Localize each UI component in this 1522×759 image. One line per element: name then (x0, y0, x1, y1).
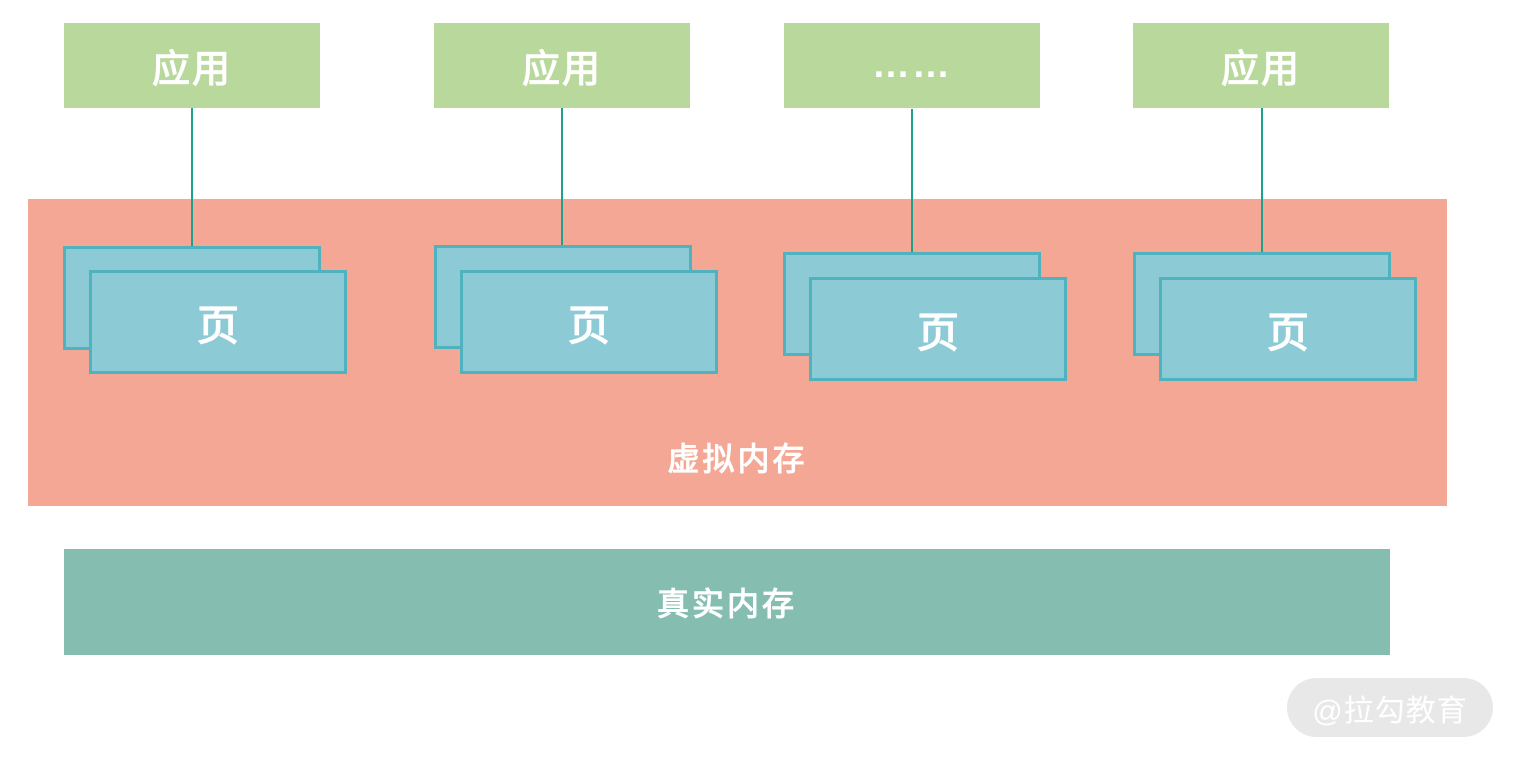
page-label: 页 (567, 301, 610, 349)
page-box-front: 页 (1159, 277, 1417, 381)
connector-line (1261, 108, 1263, 253)
app-box-1: 应用 (64, 23, 320, 108)
app-label: …… (872, 44, 952, 86)
app-label: 应用 (521, 49, 602, 91)
real-memory-region: 真实内存 (64, 549, 1390, 655)
page-label: 页 (916, 308, 959, 356)
page-label: 页 (196, 301, 239, 349)
app-label: 应用 (1220, 49, 1301, 91)
app-label: 应用 (151, 49, 232, 91)
app-box-4: 应用 (1133, 23, 1389, 108)
connector-line (191, 108, 193, 247)
virtual-memory-label: 虚拟内存 (667, 441, 808, 477)
real-memory-label: 真实内存 (656, 586, 797, 622)
page-box-front: 页 (89, 270, 347, 374)
page-label: 页 (1266, 308, 1309, 356)
watermark-badge: @拉勾教育 (1287, 678, 1493, 737)
page-box-front: 页 (809, 277, 1067, 381)
page-box-front: 页 (460, 270, 718, 374)
watermark-text: @拉勾教育 (1312, 694, 1468, 728)
app-box-ellipsis: …… (784, 23, 1040, 108)
connector-line (561, 108, 563, 246)
app-box-2: 应用 (434, 23, 690, 108)
connector-line (911, 109, 913, 253)
